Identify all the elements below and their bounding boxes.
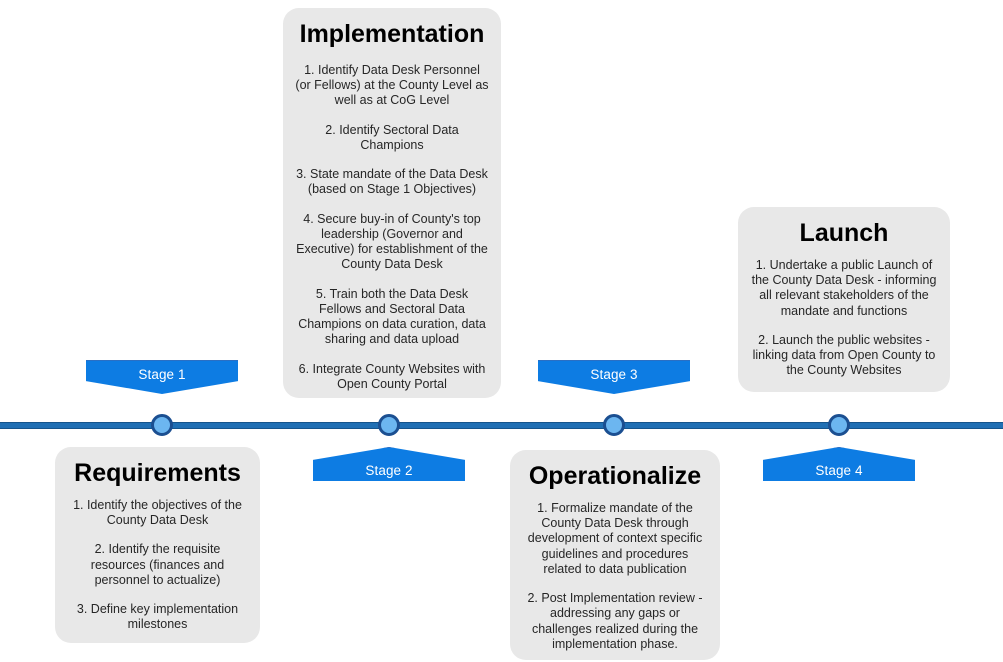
stage-card-operationalize: Operationalize 1. Formalize mandate of t… [510, 450, 720, 660]
card-item-list: 1. Identify the objectives of the County… [67, 498, 248, 633]
card-item: 4. Secure buy-in of County's top leaders… [296, 211, 488, 272]
card-title: Operationalize [528, 462, 702, 490]
timeline-node-stage-4[interactable] [828, 414, 850, 436]
stage-card-implementation: Implementation 1. Identify Data Desk Per… [283, 8, 501, 398]
stage-banner-label: Stage 1 [138, 367, 186, 382]
timeline-node-stage-2[interactable] [378, 414, 400, 436]
stage-card-launch: Launch 1. Undertake a public Launch of t… [738, 207, 950, 392]
card-title: Launch [799, 219, 889, 247]
card-item: 2. Identify Sectoral Data Champions [325, 122, 459, 152]
timeline-axis [0, 422, 1003, 429]
card-item: 1. Identify the objectives of the County… [73, 497, 242, 527]
card-item: 2. Identify the requisite resources (fin… [90, 542, 225, 587]
stage-banner-stage-1[interactable]: Stage 1 [86, 360, 238, 394]
card-item: 3. Define key implementation milestones [76, 602, 239, 632]
card-item: 2. Post Implementation review - addressi… [527, 591, 703, 651]
card-item-list: 1. Formalize mandate of the County Data … [522, 501, 708, 652]
card-item: 5. Train both the Data Desk Fellows and … [298, 286, 486, 347]
stage-banner-label: Stage 4 [815, 463, 863, 478]
card-title: Requirements [74, 459, 241, 487]
stage-banner-stage-2[interactable]: Stage 2 [313, 447, 465, 481]
stage-banner-label: Stage 2 [365, 463, 413, 478]
card-item: 1. Undertake a public Launch of the Coun… [751, 257, 937, 318]
card-item-list: 1. Identify Data Desk Personnel (or Fell… [295, 63, 489, 392]
card-item-list: 1. Undertake a public Launch of the Coun… [750, 258, 938, 379]
stage-banner-label: Stage 3 [590, 367, 638, 382]
card-item: 2. Launch the public websites - linking … [752, 332, 936, 378]
card-item: 6. Integrate County Websites with Open C… [298, 361, 486, 391]
card-item: 1. Identify Data Desk Personnel (or Fell… [295, 62, 489, 108]
stage-banner-stage-3[interactable]: Stage 3 [538, 360, 690, 394]
stage-banner-stage-4[interactable]: Stage 4 [763, 447, 915, 481]
timeline-node-stage-3[interactable] [603, 414, 625, 436]
stage-card-requirements: Requirements 1. Identify the objectives … [55, 447, 260, 643]
card-title: Implementation [299, 20, 485, 48]
timeline-node-stage-1[interactable] [151, 414, 173, 436]
card-item: 3. State mandate of the Data Desk (based… [296, 167, 488, 197]
card-item: 1. Formalize mandate of the County Data … [527, 500, 703, 576]
